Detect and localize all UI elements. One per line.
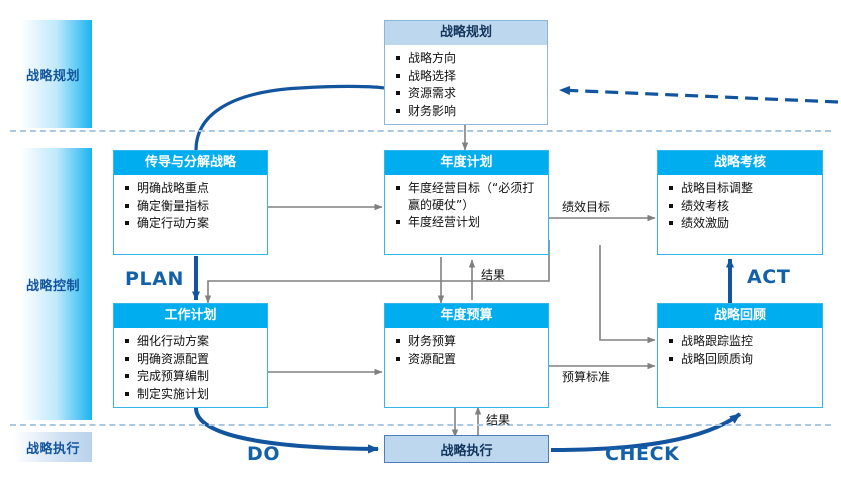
box-body-strategy-review: 战略跟踪监控 战略回顾质询 (658, 328, 822, 372)
arrow-check-blue (550, 412, 742, 452)
list-item: 确定行动方案 (122, 215, 261, 232)
list-item: 细化行动方案 (122, 333, 261, 350)
box-body-strategic-assessment: 战略目标调整 绩效考核 绩效激励 (658, 175, 822, 237)
box-strategy-execution[interactable]: 战略执行 (384, 435, 549, 463)
list-item: 年度经营目标（“必须打赢的硬仗”） (393, 180, 542, 213)
list-item: 确定衡量指标 (122, 198, 261, 215)
list-item: 完成预算编制 (122, 368, 261, 385)
pdca-label-plan: PLAN (125, 268, 185, 290)
box-cascade-strategy[interactable]: 传导与分解战略 明确战略重点 确定衡量指标 确定行动方案 (113, 150, 268, 255)
pdca-label-do: DO (247, 443, 281, 465)
box-work-plan[interactable]: 工作计划 细化行动方案 明确资源配置 完成预算编制 制定实施计划 (113, 303, 268, 408)
list-item: 财务预算 (393, 333, 542, 350)
box-body-annual-plan: 年度经营目标（“必须打赢的硬仗”） 年度经营计划 (385, 175, 548, 236)
list-item: 年度经营计划 (393, 214, 542, 231)
box-title-annual-plan: 年度计划 (385, 151, 548, 175)
box-strategy-review[interactable]: 战略回顾 战略跟踪监控 战略回顾质询 (657, 303, 823, 408)
lane-strategic-execution: 战略执行 (14, 432, 92, 462)
pdca-label-act: ACT (747, 266, 791, 288)
list-item: 战略回顾质询 (666, 351, 816, 368)
box-title-annual-budget: 年度预算 (385, 304, 548, 328)
connector-label-performance-target: 绩效目标 (562, 200, 611, 214)
box-title-strategy-execution: 战略执行 (440, 443, 493, 459)
box-title-strategic-planning: 战略规划 (385, 21, 547, 45)
lane-label-strategic-execution: 战略执行 (25, 441, 80, 457)
lane-strategic-planning: 战略规划 (14, 20, 92, 128)
box-strategic-planning[interactable]: 战略规划 战略方向 战略选择 资源需求 财务影响 (384, 20, 548, 125)
arrow-feedback-dashed (559, 85, 839, 104)
list-item: 绩效考核 (666, 198, 816, 215)
box-body-work-plan: 细化行动方案 明确资源配置 完成预算编制 制定实施计划 (114, 328, 267, 407)
box-body-annual-budget: 财务预算 资源配置 (385, 328, 548, 372)
connector-label-result-upper: 结果 (481, 268, 506, 282)
box-title-strategic-assessment: 战略考核 (658, 151, 822, 175)
arrow-do-blue (194, 407, 379, 454)
list-item: 明确战略重点 (122, 180, 261, 197)
lane-label-strategic-planning: 战略规划 (25, 68, 80, 84)
list-item: 战略方向 (393, 50, 541, 67)
arrow-cascade-to-workplan (204, 240, 550, 304)
lane-label-strategic-control: 战略控制 (25, 278, 80, 294)
box-strategic-assessment[interactable]: 战略考核 战略目标调整 绩效考核 绩效激励 (657, 150, 823, 255)
list-item: 财务影响 (393, 103, 541, 120)
list-item: 明确资源配置 (122, 351, 261, 368)
arrow-cascade-to-planning (194, 84, 385, 151)
box-annual-budget[interactable]: 年度预算 财务预算 资源配置 (384, 303, 549, 408)
connector-label-budget-standard: 预算标准 (562, 370, 611, 384)
list-item: 战略目标调整 (666, 180, 816, 197)
box-body-strategic-planning: 战略方向 战略选择 资源需求 财务影响 (385, 45, 547, 124)
arrow-assessment-to-review (599, 245, 656, 344)
box-annual-plan[interactable]: 年度计划 年度经营目标（“必须打赢的硬仗”） 年度经营计划 (384, 150, 549, 255)
list-item: 制定实施计划 (122, 386, 261, 403)
list-item: 绩效激励 (666, 215, 816, 232)
lane-separator-bottom (10, 424, 831, 426)
box-body-cascade-strategy: 明确战略重点 确定衡量指标 确定行动方案 (114, 175, 267, 237)
list-item: 资源需求 (393, 85, 541, 102)
list-item: 资源配置 (393, 351, 542, 368)
connector-label-result-lower: 结果 (486, 413, 511, 427)
lane-separator-top (10, 130, 831, 132)
list-item: 战略跟踪监控 (666, 333, 816, 350)
list-item: 战略选择 (393, 68, 541, 85)
pdca-label-check: CHECK (605, 443, 680, 465)
box-title-cascade-strategy: 传导与分解战略 (114, 151, 267, 175)
lane-strategic-control: 战略控制 (14, 148, 92, 420)
box-title-work-plan: 工作计划 (114, 304, 267, 328)
box-title-strategy-review: 战略回顾 (658, 304, 822, 328)
